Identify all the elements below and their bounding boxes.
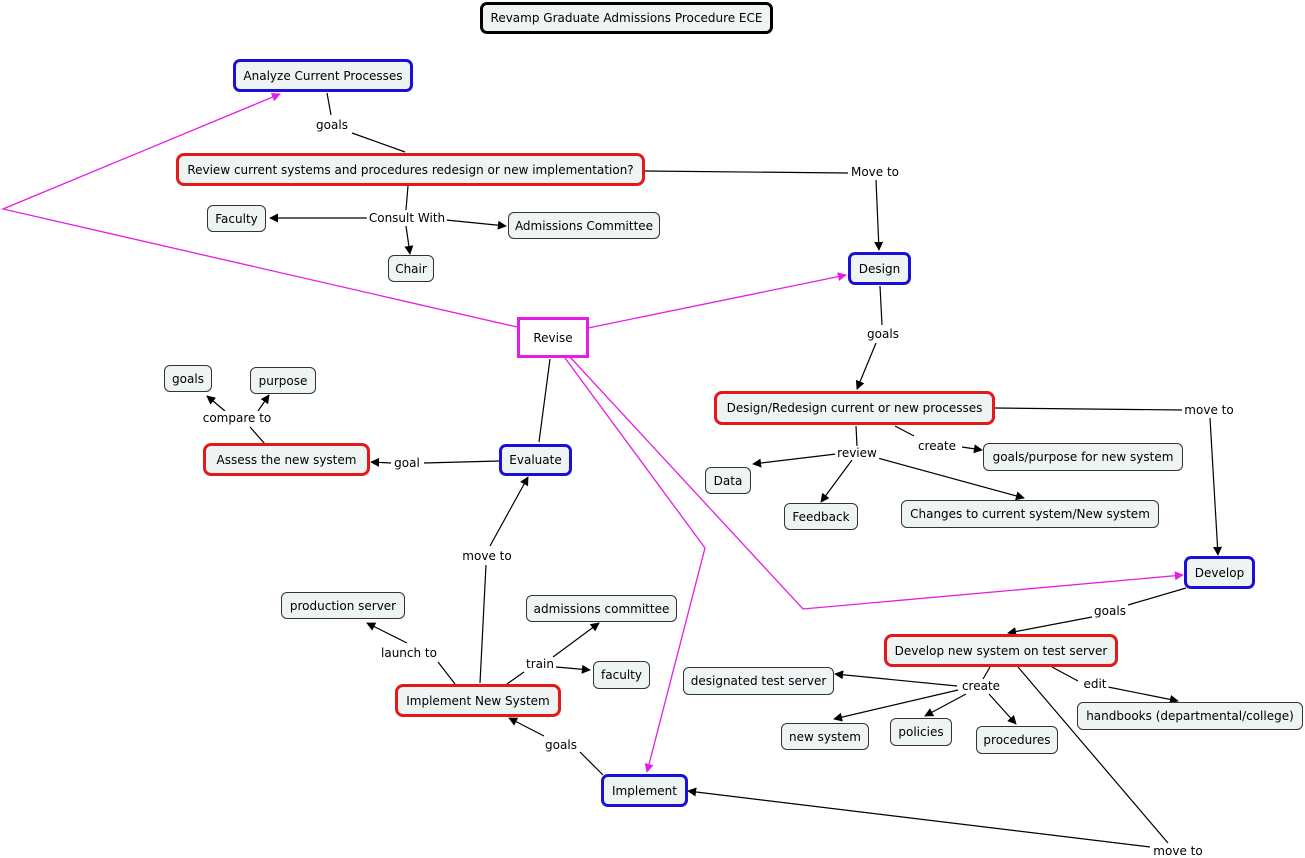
node-design-redesign-processes[interactable]: Design/Redesign current or new processes (714, 391, 995, 425)
node-admissions-committee[interactable]: Admissions Committee (508, 212, 660, 239)
node-evaluate[interactable]: Evaluate (499, 444, 572, 476)
node-faculty[interactable]: Faculty (207, 205, 266, 232)
link-label-move-to-evaluate: move to (460, 549, 514, 563)
map-title: Revamp Graduate Admissions Procedure ECE (480, 2, 773, 34)
node-data[interactable]: Data (705, 467, 751, 494)
node-goals-purpose-new-system[interactable]: goals/purpose for new system (983, 443, 1183, 471)
node-faculty-train[interactable]: faculty (593, 661, 650, 689)
link-label-goals-analyze: goals (314, 118, 350, 132)
node-designated-test-server[interactable]: designated test server (683, 667, 834, 695)
node-analyze-current-processes[interactable]: Analyze Current Processes (233, 59, 413, 92)
node-develop[interactable]: Develop (1184, 556, 1255, 589)
link-label-move-to-develop: move to (1182, 403, 1236, 417)
node-implement[interactable]: Implement (601, 774, 688, 807)
link-label-goal-evaluate: goal (392, 456, 422, 470)
node-chair[interactable]: Chair (388, 255, 434, 282)
link-label-train: train (524, 657, 556, 671)
node-changes-current-system[interactable]: Changes to current system/New system (901, 500, 1159, 528)
node-revise[interactable]: Revise (517, 317, 589, 358)
node-goals[interactable]: goals (164, 365, 212, 392)
link-label-goals-implement: goals (543, 738, 579, 752)
node-policies[interactable]: policies (890, 718, 952, 746)
node-develop-new-system[interactable]: Develop new system on test server (884, 634, 1118, 667)
link-label-create-design: create (915, 439, 959, 453)
link-label-goals-develop: goals (1092, 604, 1128, 618)
node-handbooks[interactable]: handbooks (departmental/college) (1077, 702, 1303, 730)
node-review-current-systems[interactable]: Review current systems and procedures re… (176, 153, 645, 186)
node-purpose[interactable]: purpose (250, 367, 316, 394)
node-design[interactable]: Design (848, 252, 911, 285)
link-label-create-develop: create (959, 679, 1003, 693)
link-label-compare-to: compare to (200, 411, 274, 425)
node-assess-new-system[interactable]: Assess the new system (203, 443, 370, 476)
link-label-move-to-design: Move to (848, 165, 902, 179)
link-label-edit: edit (1081, 677, 1109, 691)
link-label-review-design: review (835, 446, 879, 460)
node-implement-new-system[interactable]: Implement New System (395, 684, 561, 717)
link-label-move-to-implement: move to (1151, 844, 1205, 858)
link-label-consult-with: Consult With (366, 211, 448, 225)
link-label-goals-design: goals (865, 327, 901, 341)
node-procedures[interactable]: procedures (976, 726, 1058, 754)
node-feedback[interactable]: Feedback (784, 503, 858, 530)
link-label-launch-to: launch to (379, 646, 439, 660)
node-admissions-committee-train[interactable]: admissions committee (526, 595, 677, 622)
node-production-server[interactable]: production server (281, 592, 405, 619)
node-new-system[interactable]: new system (781, 723, 869, 750)
